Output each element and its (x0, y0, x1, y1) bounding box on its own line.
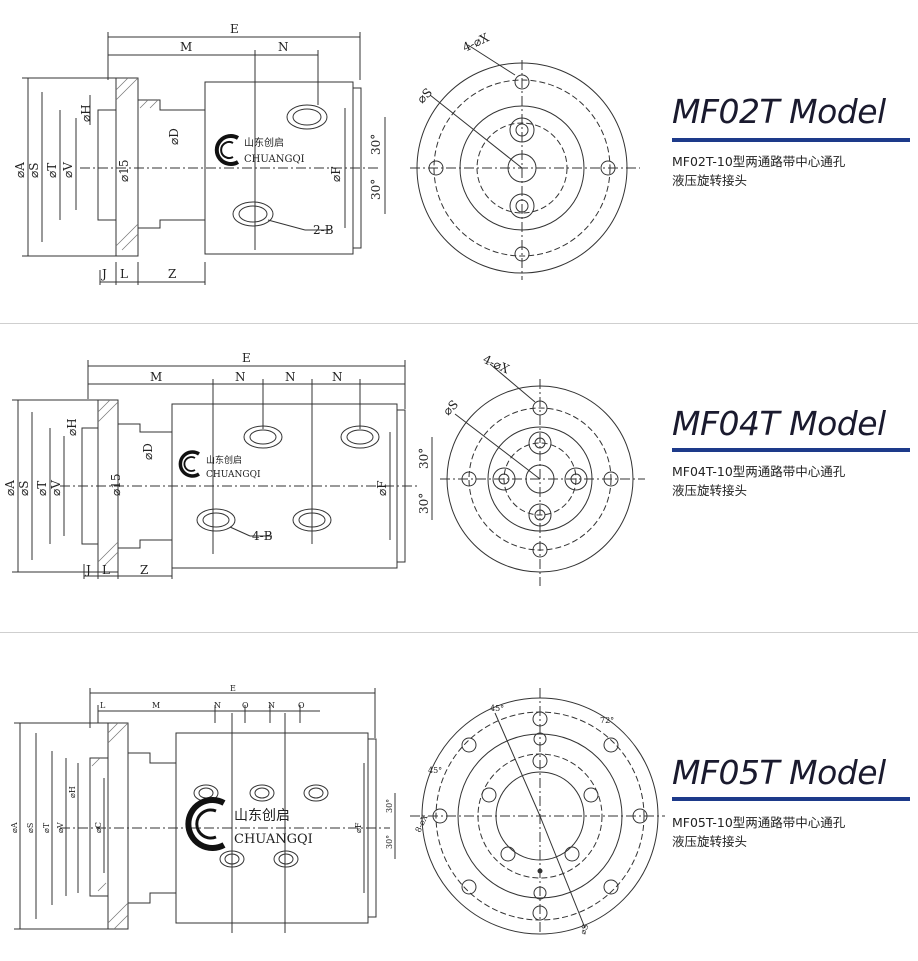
title-underline (672, 797, 910, 801)
mf04t-drawing: E M N N N 4-B J L Z ⌀A ⌀S ⌀T ⌀V ⌀H ⌀D ⌀1… (3, 351, 645, 586)
dim-N-1: N (214, 701, 221, 710)
dim-E: E (230, 684, 236, 693)
dim-L: L (120, 267, 128, 281)
mf05t-drawing: E L M N O N O ⌀A ⌀S ⌀T ⌀V ⌀H ⌀C ⌀F 30° 3… (10, 684, 665, 936)
dim-N-2: N (268, 701, 275, 710)
dim-M: M (152, 701, 160, 710)
dim-15: ⌀15 (109, 474, 123, 497)
dim-M: M (150, 370, 162, 384)
model-title: MF05T Model (672, 753, 886, 792)
dim-N-3: N (332, 370, 343, 384)
model-desc-line2: 液压旋转接头 (672, 834, 748, 849)
pcd-label: ⌀S (578, 923, 590, 936)
title-underline (672, 448, 910, 452)
brand-cn: 山东创启 (206, 454, 242, 466)
brand-logo: 山东创启 CHUANGQI (178, 450, 261, 480)
dim-D: ⌀D (167, 128, 181, 145)
dim-L: L (102, 563, 110, 577)
dim-M: M (180, 40, 192, 54)
angle-45b: 45° (428, 766, 442, 775)
model-panel-mf04t: E M N N N 4-B J L Z ⌀A ⌀S ⌀T ⌀V ⌀H ⌀D ⌀1… (0, 324, 918, 632)
dim-O-2: O (298, 701, 305, 710)
dim-S: ⌀S (26, 823, 35, 833)
dim-E: E (230, 22, 239, 36)
dim-V: ⌀V (49, 480, 63, 496)
dim-E: E (242, 351, 251, 365)
dim-A: ⌀A (10, 822, 19, 833)
dim-Z: Z (168, 267, 176, 281)
mf02t-drawing: E M N 2-B J L Z ⌀A ⌀S ⌀T ⌀V ⌀H ⌀D ⌀15 ⌀F… (13, 22, 640, 285)
dim-N: N (278, 40, 289, 54)
dim-A: ⌀A (3, 480, 17, 496)
section-divider (0, 323, 918, 324)
dim-S: ⌀S (27, 163, 41, 178)
angle-1: 30° (369, 134, 383, 155)
dim-Z: Z (140, 563, 148, 577)
mf05t-labels: E L M N O N O ⌀A ⌀S ⌀T ⌀V ⌀H ⌀C ⌀F 30° 3… (10, 684, 614, 936)
mf04t-labels: E M N N N 4-B J L Z ⌀A ⌀S ⌀T ⌀V ⌀H ⌀D ⌀1… (3, 351, 512, 577)
angle-45a: 45° (490, 704, 504, 713)
title-underline (672, 138, 910, 142)
pcd-label: ⌀S (440, 397, 461, 418)
dim-O-1: O (242, 701, 249, 710)
dim-15: ⌀15 (117, 160, 131, 183)
model-panel-mf05t: E L M N O N O ⌀A ⌀S ⌀T ⌀V ⌀H ⌀C ⌀F 30° 3… (0, 633, 918, 961)
model-desc-line1: MF05T-10型两通路带中心通孔 (672, 815, 846, 830)
dim-L: L (100, 701, 106, 710)
model-desc-line1: MF04T-10型两通路带中心通孔 (672, 464, 846, 479)
mf02t-labels: E M N 2-B J L Z ⌀A ⌀S ⌀T ⌀V ⌀H ⌀D ⌀15 ⌀F… (13, 22, 492, 281)
pcd-label: ⌀S (414, 85, 435, 106)
dim-F: ⌀F (375, 480, 389, 496)
angle-2: 30° (385, 835, 394, 849)
brand-cn: 山东创启 (244, 136, 284, 149)
brand-en: CHUANGQI (244, 154, 305, 165)
angle-2: 30° (369, 179, 383, 200)
dim-T: ⌀T (45, 163, 59, 178)
dim-N-2: N (285, 370, 296, 384)
brand-en: CHUANGQI (206, 470, 261, 480)
ports-label: 2-B (313, 223, 334, 237)
dim-D: ⌀D (141, 443, 155, 460)
brand-cn: 山东创启 (234, 808, 290, 824)
ports-label: 4-B (252, 529, 273, 543)
dim-T: ⌀T (35, 481, 49, 496)
dim-H: ⌀H (79, 104, 93, 122)
dim-H: ⌀H (65, 418, 79, 436)
holes-label: 4-⌀X (460, 30, 491, 54)
dim-F: ⌀F (329, 166, 343, 182)
model-title: MF04T Model (672, 404, 886, 443)
dim-C: ⌀C (94, 822, 103, 833)
brand-logo: 山东创启 CHUANGQI (214, 134, 305, 166)
angle-72: 72° (600, 716, 614, 725)
dim-N-1: N (235, 370, 246, 384)
angle-2: 30° (417, 493, 431, 514)
brand-en: CHUANGQI (234, 832, 313, 847)
model-desc-line1: MF02T-10型两通路带中心通孔 (672, 154, 846, 169)
dim-J: J (100, 267, 107, 281)
dim-J: J (84, 563, 91, 577)
dim-H: ⌀H (68, 786, 77, 798)
angle-1: 30° (385, 799, 394, 813)
dim-T: ⌀T (42, 822, 51, 833)
model-desc-line2: 液压旋转接头 (672, 173, 748, 188)
dim-V: ⌀V (56, 822, 65, 833)
brand-logo: 山东创启 CHUANGQI (185, 797, 313, 851)
dim-A: ⌀A (13, 162, 27, 178)
dim-S: ⌀S (17, 481, 31, 496)
dim-F: ⌀F (354, 822, 363, 833)
section-divider (0, 632, 918, 633)
model-title: MF02T Model (672, 92, 886, 131)
model-panel-mf02t: E M N 2-B J L Z ⌀A ⌀S ⌀T ⌀V ⌀H ⌀D ⌀15 ⌀F… (0, 0, 918, 322)
model-desc-line2: 液压旋转接头 (672, 483, 748, 498)
angle-1: 30° (417, 448, 431, 469)
holes-label: 4-⌀X (481, 352, 512, 376)
dim-V: ⌀V (61, 162, 75, 178)
